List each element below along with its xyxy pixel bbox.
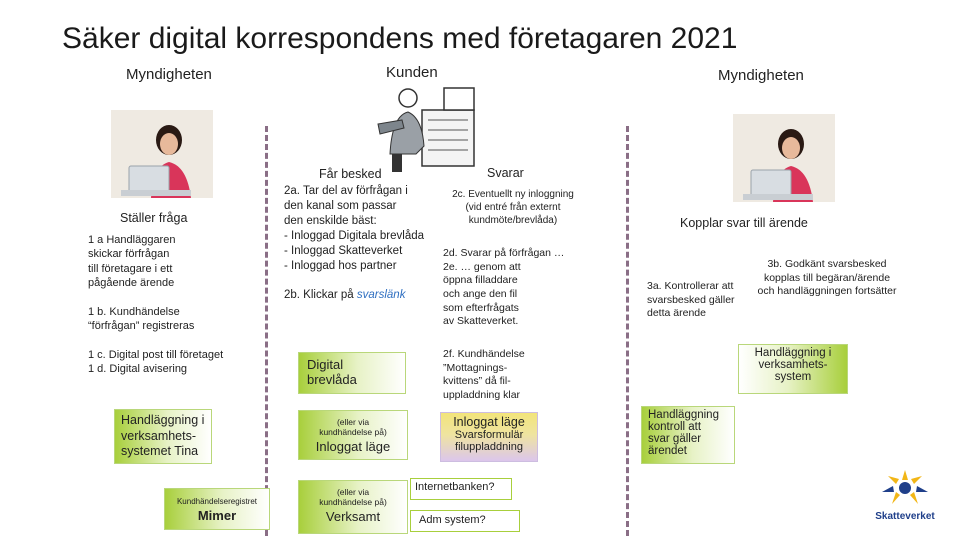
skatteverket-logo: Skatteverket bbox=[874, 470, 936, 522]
page-title: Säker digital korrespondens med företaga… bbox=[62, 22, 738, 55]
step-2c: 2c. Eventuellt ny inloggning(vid entré f… bbox=[452, 189, 574, 226]
box-handlaggning-tina: Handläggning i verksamhets- systemet Tin… bbox=[114, 409, 212, 464]
header-left: Myndigheten bbox=[126, 66, 212, 83]
step-2d: 2d. Svarar på förfrågan …2e. … genom att… bbox=[443, 247, 565, 328]
step-2f: 2f. Kundhändelse”Mottagnings-kvittens” d… bbox=[443, 348, 525, 401]
step-1b: 1 b. Kundhändelse“förfrågan” registreras bbox=[88, 306, 195, 333]
box-verksamt[interactable]: (eller via kundhändelse på) Verksamt bbox=[298, 480, 408, 534]
box-internetbanken[interactable]: Internetbanken? bbox=[410, 478, 512, 500]
box-inloggat-lage-svarsformular[interactable]: Inloggat läge Svarsformulär filuppladdni… bbox=[440, 412, 538, 462]
divider-left bbox=[265, 126, 268, 536]
label-staller-fraga: Ställer fråga bbox=[120, 211, 188, 225]
box-handlaggning-verksamhetssystem: Handläggning i verksamhets- system bbox=[738, 344, 848, 394]
box-handlaggning-kontroll: Handläggning kontroll att svar gäller är… bbox=[641, 406, 735, 464]
box-inloggat-lage-left[interactable]: (eller via kundhändelse på) Inloggat läg… bbox=[298, 410, 408, 460]
header-center: Kunden bbox=[386, 64, 438, 81]
woman-at-laptop-icon bbox=[733, 114, 835, 202]
man-at-computer-icon bbox=[368, 84, 484, 176]
divider-right bbox=[626, 126, 629, 536]
svarslank-link[interactable]: svarslänk bbox=[356, 289, 406, 301]
label-svarar: Svarar bbox=[487, 166, 524, 180]
header-right: Myndigheten bbox=[718, 67, 804, 84]
box-mimer: Kundhändelseregistret Mimer bbox=[164, 488, 270, 530]
box-digital-brevlada[interactable]: Digital brevlåda bbox=[298, 352, 406, 394]
box-adm-system[interactable]: Adm system? bbox=[410, 510, 520, 532]
label-far-besked: Får besked bbox=[319, 167, 382, 181]
woman-at-laptop-icon bbox=[111, 110, 213, 198]
logo-text: Skatteverket bbox=[875, 511, 935, 522]
step-2b: 2b. Klickar på svarslänk bbox=[284, 289, 406, 301]
label-kopplar: Kopplar svar till ärende bbox=[680, 216, 808, 230]
